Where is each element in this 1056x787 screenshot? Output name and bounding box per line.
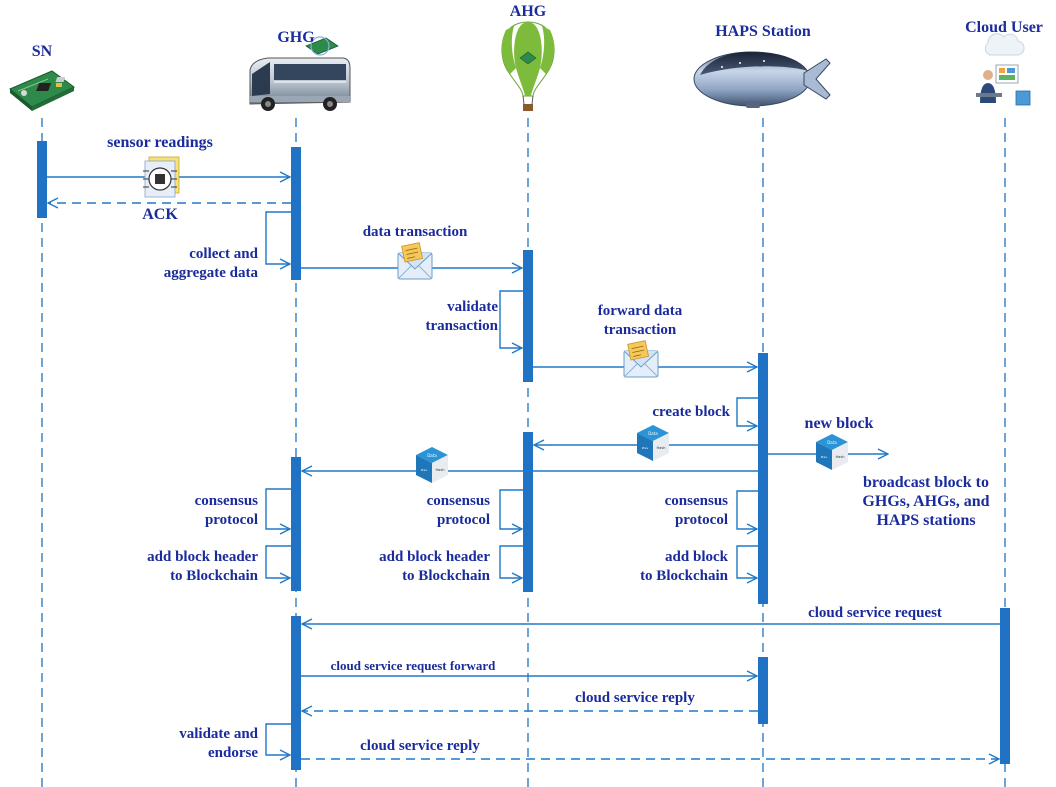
label-add-block-haps-line1: add block — [665, 549, 728, 565]
envelope-icon-data-transaction — [397, 242, 433, 280]
block-icon-to-ghg — [416, 447, 448, 483]
block-icon-new-block — [816, 434, 848, 470]
activation-ghg-2 — [291, 457, 301, 591]
self-create-block-arrow — [736, 397, 758, 426]
activation-ahg-2 — [523, 432, 533, 592]
label-add-block-haps-line2: to Blockchain — [640, 568, 728, 584]
label-create-block: create block — [652, 404, 730, 420]
label-consensus-ghg: consensus protocol — [150, 492, 258, 530]
actor-label-haps: HAPS Station — [715, 23, 811, 40]
label-consensus-haps-line2: protocol — [674, 512, 728, 528]
actor-label-ghg: GHG — [277, 29, 315, 46]
label-cloud-service-reply-user: cloud service reply — [360, 738, 480, 754]
block-icon-to-ahg — [637, 425, 669, 461]
label-add-header-ahg-line2: to Blockchain — [402, 568, 490, 584]
label-consensus-haps: consensus protocol — [620, 492, 728, 530]
activation-ahg-1 — [523, 250, 533, 382]
self-add-block-haps-arrow — [736, 545, 758, 578]
label-forward-line1: forward data — [597, 303, 683, 319]
label-consensus-ahg-line2: protocol — [436, 512, 490, 528]
label-validate-endorse: validate and endorse — [120, 725, 258, 763]
actor-label-ahg: AHG — [509, 3, 547, 20]
sensor-data-icon — [143, 156, 180, 198]
label-validate-line1: validate — [447, 299, 498, 315]
label-broadcast-line1: broadcast block to — [863, 474, 989, 491]
envelope-icon-forward-transaction — [623, 340, 659, 378]
activation-sn — [37, 141, 47, 218]
label-consensus-ahg-line1: consensus — [426, 493, 490, 509]
label-sensor-readings: sensor readings — [107, 134, 213, 151]
label-add-header-ghg-line1: add block header — [147, 549, 258, 565]
label-forward-data-transaction: forward data transaction — [560, 302, 720, 340]
label-validate-endorse-line1: validate and — [179, 726, 258, 742]
sensor-board-icon — [9, 70, 75, 111]
cloud-user-icon — [976, 33, 1031, 106]
label-ack: ACK — [142, 206, 178, 223]
activation-ghg-3 — [291, 616, 301, 770]
label-validate-line2: transaction — [425, 318, 499, 334]
label-add-header-ghg: add block header to Blockchain — [100, 548, 258, 586]
label-add-block-haps: add block to Blockchain — [600, 548, 728, 586]
label-validate-endorse-line2: endorse — [208, 745, 258, 761]
label-add-header-ghg-line2: to Blockchain — [170, 568, 258, 584]
label-add-header-ahg-line1: add block header — [379, 549, 490, 565]
label-collect-line1: collect and — [189, 246, 258, 262]
bus-icon — [249, 36, 351, 111]
self-validate-endorse-arrow — [265, 723, 291, 755]
label-consensus-ghg-line2: protocol — [204, 512, 258, 528]
label-forward-line2: transaction — [603, 322, 677, 338]
activation-bars — [37, 141, 1010, 770]
self-add-header-ahg-arrow — [499, 545, 523, 578]
activation-haps-1 — [758, 353, 768, 604]
label-cloud-service-request: cloud service request — [808, 605, 942, 621]
label-add-header-ahg: add block header to Blockchain — [332, 548, 490, 586]
hot-air-balloon-icon — [501, 21, 555, 111]
label-consensus-ahg: consensus protocol — [382, 492, 490, 530]
airship-icon — [693, 51, 831, 108]
self-consensus-ghg-arrow — [265, 488, 291, 529]
label-broadcast-line3: HAPS stations — [876, 512, 976, 529]
label-data-transaction: data transaction — [362, 224, 468, 240]
self-consensus-ahg-arrow — [499, 489, 523, 529]
self-validate-transaction-arrow — [499, 290, 523, 348]
activation-ghg-1 — [291, 147, 301, 280]
self-consensus-haps-arrow — [736, 490, 758, 529]
label-broadcast-block: broadcast block to GHGs, AHGs, and HAPS … — [836, 473, 1016, 530]
label-collect-line2: aggregate data — [163, 265, 258, 281]
label-consensus-haps-line1: consensus — [664, 493, 728, 509]
actor-label-cloud: Cloud User — [965, 19, 1043, 36]
label-cloud-service-reply-haps: cloud service reply — [575, 690, 695, 706]
label-cloud-service-request-forward: cloud service request forward — [330, 658, 496, 673]
activation-haps-2 — [758, 657, 768, 724]
activation-cloud — [1000, 608, 1010, 764]
label-consensus-ghg-line1: consensus — [194, 493, 258, 509]
actor-label-sn: SN — [31, 43, 53, 60]
label-collect-aggregate: collect and aggregate data — [120, 245, 258, 283]
label-broadcast-line2: GHGs, AHGs, and — [862, 493, 990, 510]
label-new-block: new block — [804, 415, 874, 432]
self-collect-aggregate-arrow — [265, 211, 291, 264]
self-add-header-ghg-arrow — [265, 545, 291, 578]
label-validate-transaction: validate transaction — [380, 298, 499, 336]
